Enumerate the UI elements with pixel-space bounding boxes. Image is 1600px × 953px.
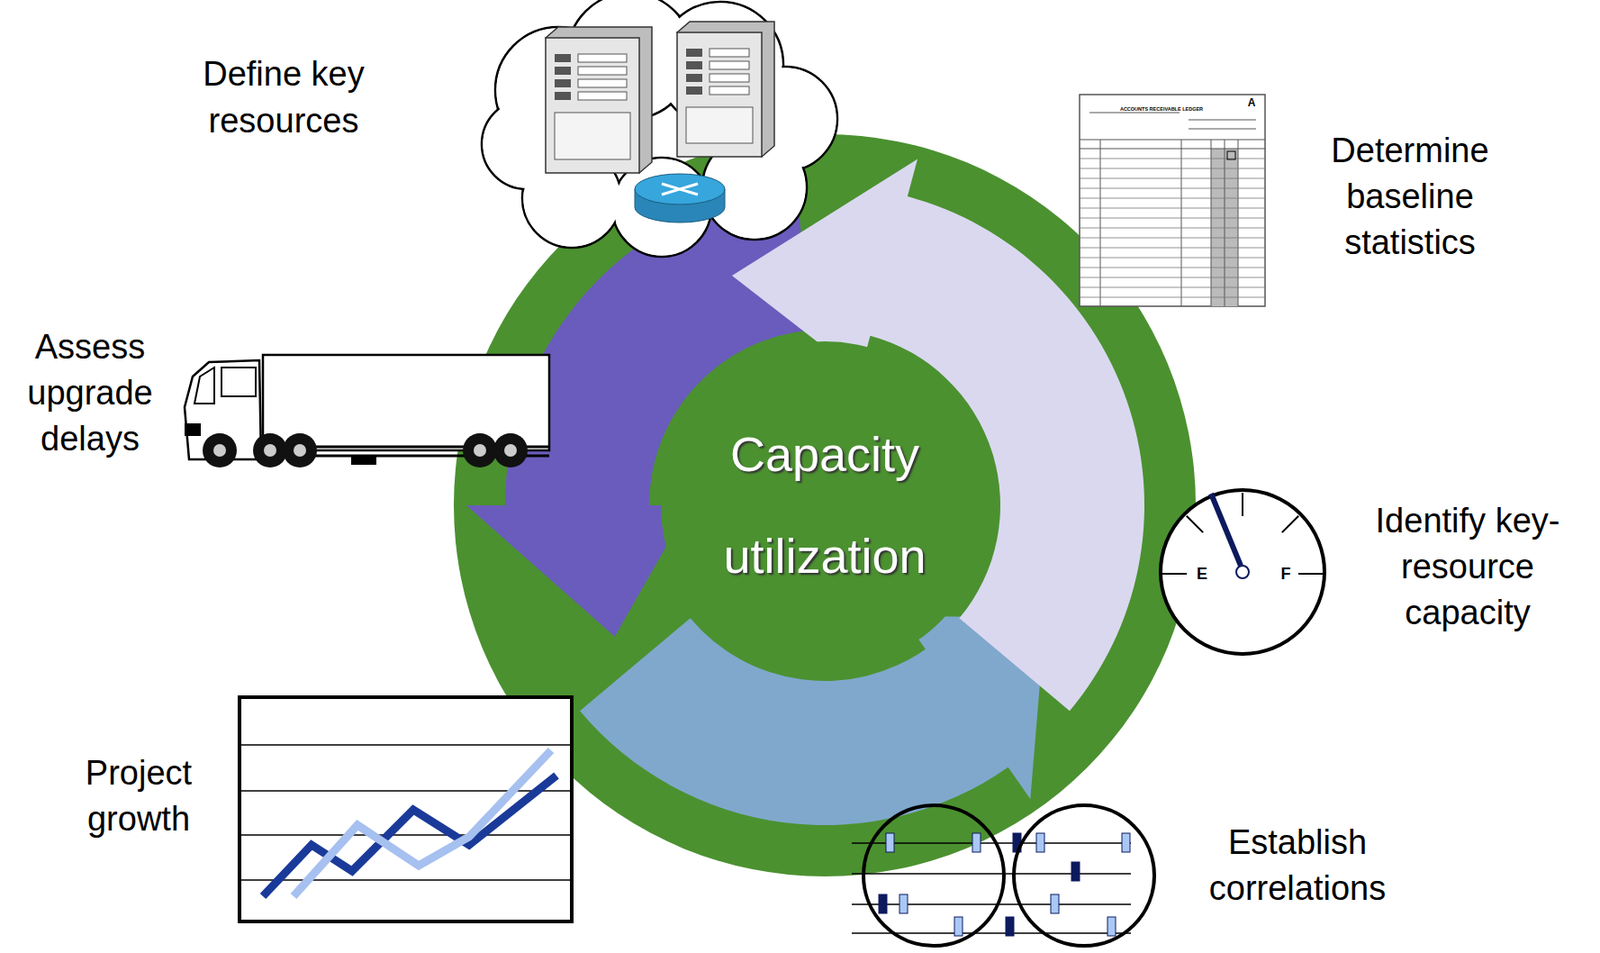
stage-label: Establish correlations <box>1183 819 1413 912</box>
stage-label: Identify key-resource capacity <box>1344 497 1592 636</box>
stage-label: Project growth <box>64 750 214 842</box>
gauge-mark: E <box>1196 564 1208 583</box>
growth-chart <box>239 696 572 922</box>
stage-label: Assess upgrade delays <box>9 324 172 462</box>
ledger-icon <box>1079 94 1266 307</box>
correlation-icon <box>851 804 1155 946</box>
stage-label: Determine baseline statistics <box>1309 127 1512 266</box>
ledger-heading: ACCOUNTS RECEIVABLE LEDGER <box>1120 106 1203 113</box>
ledger-letter: A <box>1247 96 1257 109</box>
server-cloud <box>481 0 838 257</box>
truck-icon <box>184 354 550 468</box>
center-label: Capacity utilization <box>689 403 960 607</box>
stage-label: Define key resources <box>148 50 419 145</box>
fuel-gauge <box>1160 489 1325 654</box>
center-circle: Capacity utilization <box>660 341 989 669</box>
gauge-mark: F <box>1281 564 1292 583</box>
